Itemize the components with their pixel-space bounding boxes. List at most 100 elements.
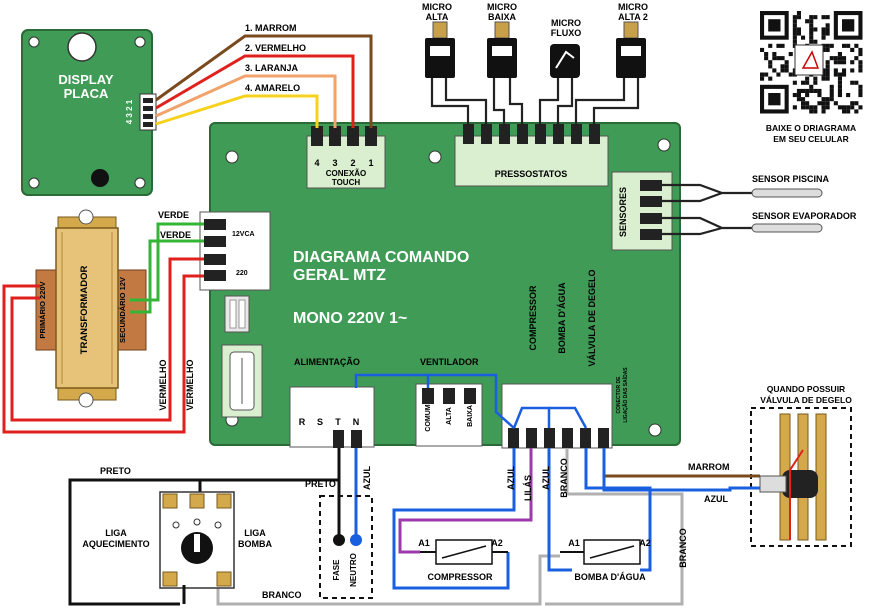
saidas-connector (501, 383, 613, 449)
label-liga-aq-1: LIGA (105, 528, 127, 538)
touch-pin-1: 1 (368, 158, 373, 168)
display-title-1: DISPLAY (58, 72, 113, 87)
label-liga-bomba-2: BOMBA (238, 539, 272, 549)
label-azul-out1: AZUL (506, 466, 516, 490)
micro-alta2-label-1: MICRO (618, 2, 648, 12)
bomba-label: BOMBA D'ÁGUA (574, 572, 646, 582)
label-220: 220 (236, 270, 248, 277)
valve-caption-1: QUANDO POSSUIR (767, 384, 845, 394)
touch-pin-4: 4 (314, 158, 319, 168)
transformer-label: TRANSFORMADOR (79, 266, 90, 355)
display-title-2: PLACA (64, 86, 109, 101)
touch-label-2: TOUCH (332, 178, 361, 187)
conector-label-1: CONECTOR DE (616, 376, 622, 414)
sensor-wires (662, 183, 752, 236)
micro-baixa (487, 21, 517, 78)
transformer (35, 209, 147, 408)
pin-t: T (335, 417, 341, 427)
wire-label-marrom: 1. MARROM (245, 23, 297, 33)
touch-pin-2: 2 (350, 158, 355, 168)
label-vermelho-1: VERMELHO (158, 359, 168, 410)
label-preto-2: PRETO (305, 479, 336, 489)
transformer-secundario: SECUNDÁRIO 12V (118, 277, 127, 343)
micro-alta-label-2: ALTA (426, 12, 449, 22)
transformer-wires (2, 222, 204, 434)
pressostatos-label: PRESSOSTATOS (495, 169, 568, 179)
ventilador-label: VENTILADOR (420, 357, 479, 367)
label-branco-bottom: BRANCO (262, 590, 302, 600)
label-branco-out: BRANCO (559, 458, 569, 498)
qr-caption-2: EM SEU CELULAR (773, 134, 849, 144)
comp-a2: A2 (491, 538, 503, 548)
micro-alta2-label-2: ALTA 2 (618, 12, 648, 22)
transformer-primario: PRIMÁRIO 220V (38, 281, 47, 338)
label-fase: FASE (332, 559, 341, 581)
neutro-terminal (350, 534, 362, 546)
label-12vca: 12VCA (232, 231, 255, 238)
title-line-2: GERAL MTZ (293, 267, 386, 284)
label-verde-2: VERDE (160, 230, 191, 240)
micro-alta (425, 21, 455, 78)
sensor-piscina-probe (751, 188, 823, 198)
bomba-a2: A2 (639, 538, 651, 548)
label-azul-out2: AZUL (541, 466, 551, 490)
conector-label-2: LIGAÇÃO DAS SAÍDAS (621, 367, 629, 423)
selector-switch (159, 491, 235, 589)
label-azul-n: AZUL (362, 466, 372, 490)
sensor-evaporador-probe (751, 223, 823, 233)
fase-terminal (333, 534, 345, 546)
label-neutro: NEUTRO (349, 553, 358, 587)
pin-n: N (353, 417, 360, 427)
label-lilas: LILÁS (523, 475, 533, 501)
label-marrom: MARROM (688, 462, 730, 472)
board-blue-wires (354, 373, 588, 429)
title-line-1: DIAGRAMA COMANDO (293, 249, 469, 266)
label-verde-1: VERDE (158, 210, 189, 220)
sensor-piscina-label: SENSOR PISCINA (752, 174, 830, 184)
micro-fluxo-label-2: FLUXO (551, 28, 582, 38)
bomba-contactor (560, 539, 641, 565)
comp-a1: A1 (418, 538, 430, 548)
label-liga-bomba-1: LIGA (244, 528, 266, 538)
vent-comum: COMUM (425, 404, 432, 431)
sensor-evaporador-label: SENSOR EVAPORADOR (752, 211, 857, 221)
sensores-label: SENSORES (618, 187, 628, 237)
wire-label-amarelo: 4. AMARELO (245, 83, 300, 93)
wire-label-laranja: 3. LARANJA (245, 63, 299, 73)
display-pins: 4 3 2 1 (125, 99, 134, 124)
touch-label-1: CONEXÃO (326, 169, 366, 178)
comp-label: COMPRESSOR (427, 572, 493, 582)
qr-caption-1: BAIXE O DRIAGRAMA (766, 123, 856, 133)
bomba-a1: A1 (568, 538, 580, 548)
micro-fluxo (550, 44, 580, 78)
qr-code (757, 8, 865, 116)
wire-label-vermelho: 2. VERMELHO (245, 43, 306, 53)
vent-baixa: BAIXA (467, 405, 474, 427)
label-vermelho-2: VERMELHO (185, 359, 195, 410)
label-branco-right: BRANCO (678, 528, 688, 568)
label-compressor-vert: COMPRESSOR (528, 285, 538, 351)
touch-pin-3: 3 (332, 158, 337, 168)
micro-alta-label-1: MICRO (422, 2, 452, 12)
valve-caption-2: VÁLVULA DE DEGELO (760, 395, 852, 405)
label-azul-valve: AZUL (704, 494, 728, 504)
valve-body (759, 413, 827, 541)
label-bomba-vert: BOMBA D'ÁGUA (557, 282, 567, 354)
label-valvula-vert: VÁLVULA DE DEGELO (587, 269, 597, 366)
title-line-3: MONO 220V 1~ (293, 310, 407, 327)
micro-alta-2 (616, 21, 646, 78)
micro-wires (430, 78, 640, 126)
pressostatos-pins (463, 124, 600, 144)
touch-wires (155, 34, 373, 128)
pin-r: R (299, 417, 306, 427)
label-preto-1: PRETO (100, 466, 131, 476)
micro-baixa-label-1: MICRO (487, 2, 517, 12)
compressor-contactor (420, 539, 508, 565)
vent-alta: ALTA (446, 407, 453, 425)
alimentacao-label: ALIMENTAÇÃO (294, 357, 360, 367)
bottom-wires (68, 448, 760, 606)
display-board: DISPLAY PLACA 4 3 2 1 (21, 29, 157, 196)
micro-fluxo-label-1: MICRO (551, 18, 581, 28)
